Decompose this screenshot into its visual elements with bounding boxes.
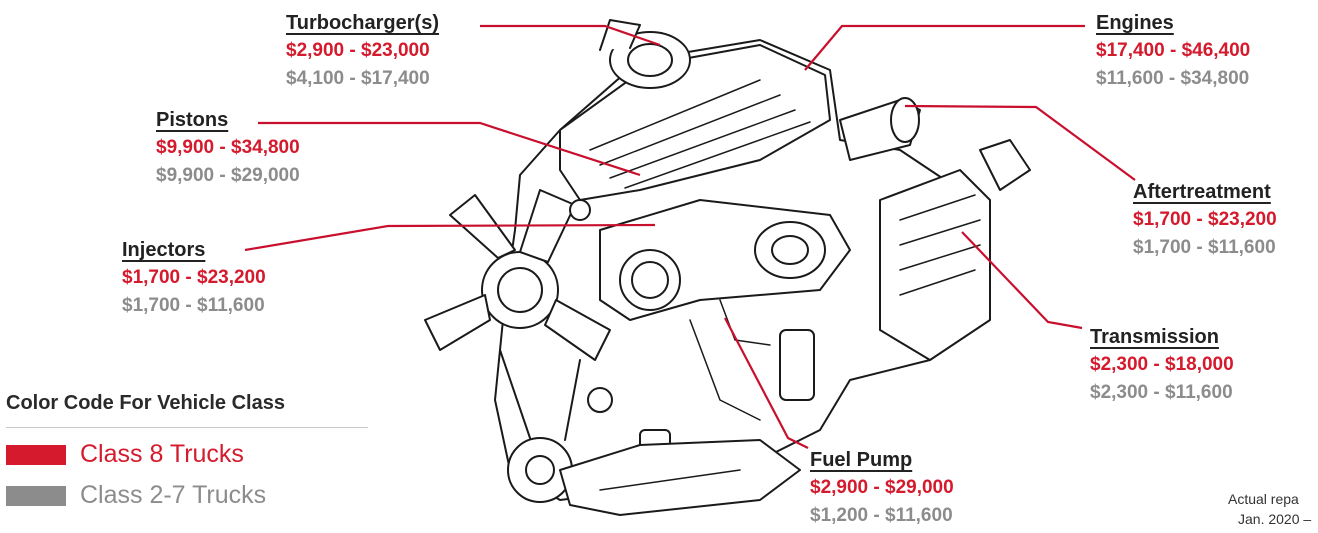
injectors-class2-7-range: $1,700 - $11,600 bbox=[122, 295, 265, 316]
legend-title: Color Code For Vehicle Class bbox=[6, 392, 368, 428]
pistons-class2-7-range: $9,900 - $29,000 bbox=[156, 165, 300, 186]
turbochargers-class8-range: $2,900 - $23,000 bbox=[286, 40, 430, 61]
transmission-class8-range: $2,300 - $18,000 bbox=[1090, 354, 1234, 375]
transmission-name: Transmission bbox=[1090, 326, 1219, 348]
fuel-pump-class2-7-range: $1,200 - $11,600 bbox=[810, 505, 953, 526]
engines-name: Engines bbox=[1096, 12, 1174, 34]
fuel-pump-class8-range: $2,900 - $29,000 bbox=[810, 477, 954, 498]
aftertreatment-name: Aftertreatment bbox=[1133, 181, 1271, 203]
legend-item-class8: Class 8 Trucks bbox=[6, 440, 368, 469]
aftertreatment-class8-range: $1,700 - $23,200 bbox=[1133, 209, 1277, 230]
engines-label: Engines $17,400 - $46,400 $11,600 - $34,… bbox=[1096, 13, 1250, 88]
aftertreatment-leader bbox=[904, 104, 1136, 181]
transmission-class2-7-range: $2,300 - $11,600 bbox=[1090, 382, 1233, 403]
injectors-leader bbox=[244, 223, 656, 252]
fuel-pump-name: Fuel Pump bbox=[810, 449, 913, 471]
injectors-label: Injectors $1,700 - $23,200 $1,700 - $11,… bbox=[122, 240, 266, 315]
turbochargers-leader bbox=[480, 24, 661, 47]
turbochargers-class2-7-range: $4,100 - $17,400 bbox=[286, 68, 430, 89]
injectors-class8-range: $1,700 - $23,200 bbox=[122, 267, 266, 288]
fuel-pump-label: Fuel Pump $2,900 - $29,000 $1,200 - $11,… bbox=[810, 450, 954, 525]
engines-class8-range: $17,400 - $46,400 bbox=[1096, 40, 1251, 61]
transmission-leader bbox=[961, 231, 1083, 330]
pistons-leader bbox=[258, 121, 641, 177]
pistons-name: Pistons bbox=[156, 109, 229, 131]
legend-label-class8: Class 8 Trucks bbox=[80, 440, 244, 468]
aftertreatment-class2-7-range: $1,700 - $11,600 bbox=[1133, 237, 1276, 258]
vehicle-class-legend: Color Code For Vehicle Class Class 8 Tru… bbox=[6, 392, 368, 510]
turbochargers-name: Turbocharger(s) bbox=[286, 12, 439, 34]
injectors-name: Injectors bbox=[122, 239, 206, 261]
oil-pan bbox=[559, 439, 801, 516]
legend-swatch-class2-7 bbox=[6, 485, 66, 506]
aftertreatment-label: Aftertreatment $1,700 - $23,200 $1,700 -… bbox=[1133, 182, 1277, 257]
transmission-label: Transmission $2,300 - $18,000 $2,300 - $… bbox=[1090, 327, 1234, 402]
turbochargers-label: Turbocharger(s) $2,900 - $23,000 $4,100 … bbox=[286, 13, 439, 88]
engines-class2-7-range: $11,600 - $34,800 bbox=[1096, 68, 1250, 89]
legend-swatch-class8 bbox=[6, 444, 66, 465]
legend-item-class2-7: Class 2-7 Trucks bbox=[6, 481, 368, 510]
pistons-label: Pistons $9,900 - $34,800 $9,900 - $29,00… bbox=[156, 110, 300, 185]
footnote-line1: Actual repa bbox=[1228, 491, 1299, 507]
engines-leader bbox=[804, 24, 1085, 71]
footnote-line2: Jan. 2020 – bbox=[1238, 511, 1312, 527]
legend-label-class2-7: Class 2-7 Trucks bbox=[80, 481, 267, 509]
fuel-pump-leader bbox=[724, 317, 809, 449]
pistons-class8-range: $9,900 - $34,800 bbox=[156, 137, 300, 158]
